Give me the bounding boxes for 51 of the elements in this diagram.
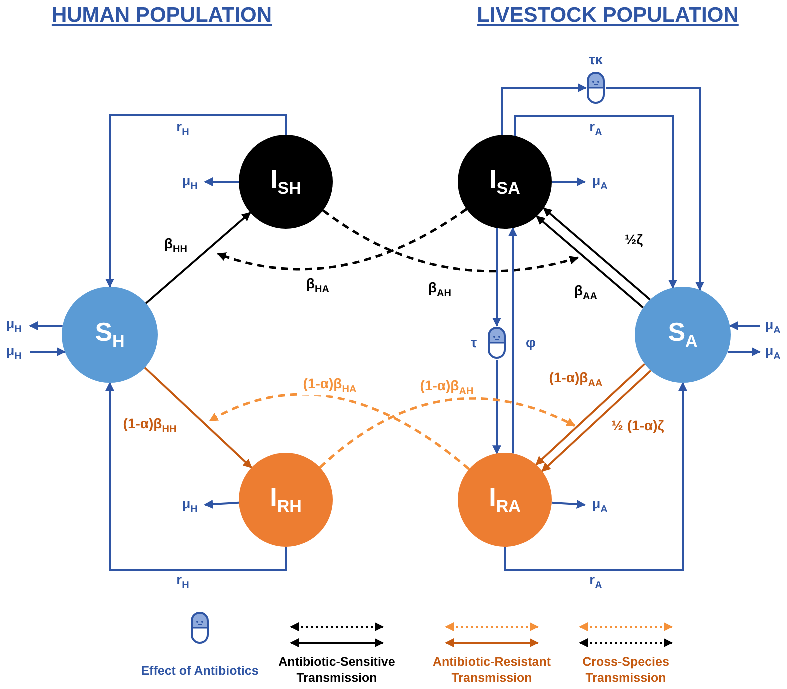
arrow [504,382,688,571]
compartment-circle: I$_{SH}$ [239,135,333,229]
arrow [729,322,760,330]
rate-label: β$_{HA}$ [304,276,332,296]
section-heading: HUMAN POPULATION [52,4,272,28]
compartment-circle: S$_{H}$ [62,287,158,383]
arrow [728,348,761,356]
arrow [29,322,63,330]
legend-label: Antibiotic-Resistant Transmission [432,655,552,686]
arrow [319,398,576,469]
rate-label: (1-α)β$_{AH}$ [418,378,476,398]
compartment-circle: I$_{SA}$ [458,135,552,229]
rate-label: ½ (1-α)ζ [610,418,666,434]
section-heading: LIVESTOCK POPULATION [477,4,739,28]
pill-icon [487,326,507,360]
rate-label: β$_{AA}$ [572,284,600,302]
legend-label: Effect of Antibiotics [140,664,260,680]
arrow [146,212,252,304]
rate-label: ½ζ [622,232,646,248]
arrow [543,208,651,301]
compartment-circle: S$_{A}$ [635,287,731,383]
arrow [204,500,240,509]
arrow [501,84,587,136]
compartment-circle: I$_{RH}$ [239,453,333,547]
pill-icon [586,71,606,105]
legend-label: Cross-Species Transmission [582,655,670,686]
arrow [217,208,468,271]
arrow [106,382,287,571]
arrow [204,178,239,186]
arrow [514,115,678,289]
arrow [322,210,579,273]
arrow [508,227,518,454]
arrow [209,394,470,470]
arrow [492,228,502,327]
rate-label: (1-α)β$_{HA}$ [301,376,359,396]
arrow [492,360,502,455]
rate-label: β$_{AH}$ [426,280,454,300]
rate-label: β$_{HH}$ [162,236,190,256]
arrow [606,87,704,291]
arrow [536,216,644,309]
arrow [552,500,586,509]
arrow [552,178,586,186]
arrow [106,114,287,288]
arrow [536,363,646,466]
compartment-circle: I$_{RA}$ [458,453,552,547]
rate-label: (1-α)β$_{AA}$ [547,370,605,390]
arrow [144,367,252,469]
rate-label: (1-α)β$_{HH}$ [121,416,179,436]
arrow [542,370,652,472]
legend-label: Antibiotic-Sensitive Transmission [278,655,396,686]
arrow [30,348,66,356]
